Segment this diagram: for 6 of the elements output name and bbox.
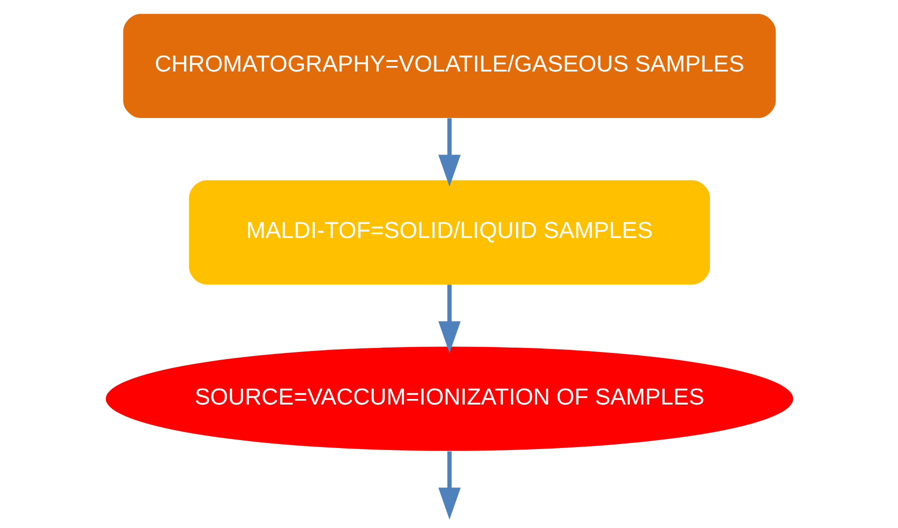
node-box: CHROMATOGRAPHY=VOLATILE/GASEOUS SAMPLES	[122, 14, 776, 118]
node-ellipse: SOURCE=VACCUM=IONIZATION OF SAMPLES	[105, 346, 793, 451]
arrow	[438, 451, 460, 520]
arrow	[438, 284, 460, 354]
node-box: MALDI-TOF=SOLID/LIQUID SAMPLES	[188, 180, 710, 284]
arrow	[438, 118, 460, 187]
